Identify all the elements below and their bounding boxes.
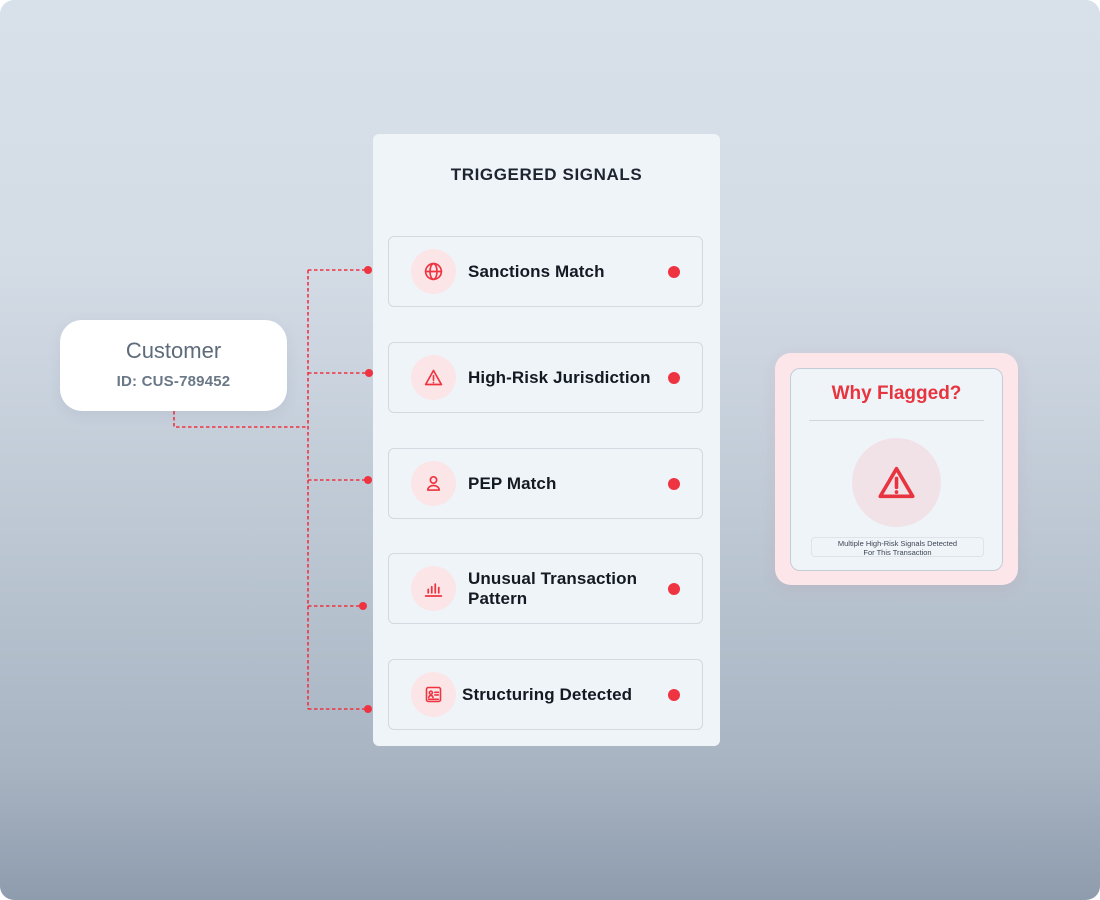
id-card-icon (411, 672, 456, 717)
why-flagged-inner: Why Flagged? Multiple High-Risk Signals … (790, 368, 1003, 571)
panel-title: TRIGGERED SIGNALS (450, 165, 643, 184)
person-icon (411, 461, 456, 506)
connector-dot-pep (364, 476, 372, 484)
globe-icon (411, 249, 456, 294)
signal-label: Structuring Detected (462, 684, 633, 704)
signal-card-unusual-transaction-pattern[interactable]: Unusual Transaction Pattern (388, 553, 703, 624)
warning-triangle-icon (852, 438, 941, 527)
triggered-signals-panel: TRIGGERED SIGNALS Sanctions Match (373, 134, 720, 746)
alert-dot (668, 372, 680, 384)
signal-label: Sanctions Match (468, 261, 605, 281)
connector-dot-sanctions (364, 266, 372, 274)
signal-label: PEP Match (468, 473, 557, 493)
connector-dot-transaction (359, 602, 367, 610)
why-flagged-card[interactable]: Why Flagged? Multiple High-Risk Signals … (775, 353, 1018, 585)
alert-dot (668, 266, 680, 278)
connector-dot-jurisdiction (365, 369, 373, 377)
divider (809, 420, 984, 421)
signal-card-pep-match[interactable]: PEP Match (388, 448, 703, 519)
customer-title: Customer (125, 338, 222, 363)
alert-dot (668, 583, 680, 595)
signal-label: Unusual Transaction Pattern (468, 568, 638, 608)
alert-dot (668, 689, 680, 701)
warning-triangle-icon (411, 355, 456, 400)
signal-card-structuring-detected[interactable]: Structuring Detected (388, 659, 703, 730)
customer-id: ID: CUS-789452 (116, 373, 231, 390)
signal-card-high-risk-jurisdiction[interactable]: High-Risk Jurisdiction (388, 342, 703, 413)
alert-dot (668, 478, 680, 490)
signal-card-sanctions-match[interactable]: Sanctions Match (388, 236, 703, 307)
connector-customer (173, 411, 308, 428)
bar-chart-icon (411, 566, 456, 611)
why-flagged-title: Why Flagged? (831, 383, 962, 404)
connector-dot-structuring (364, 705, 372, 713)
why-flagged-note: Multiple High-Risk Signals Detected For … (811, 537, 984, 557)
signal-label: High-Risk Jurisdiction (468, 367, 651, 387)
customer-card[interactable]: Customer ID: CUS-789452 (60, 320, 287, 411)
